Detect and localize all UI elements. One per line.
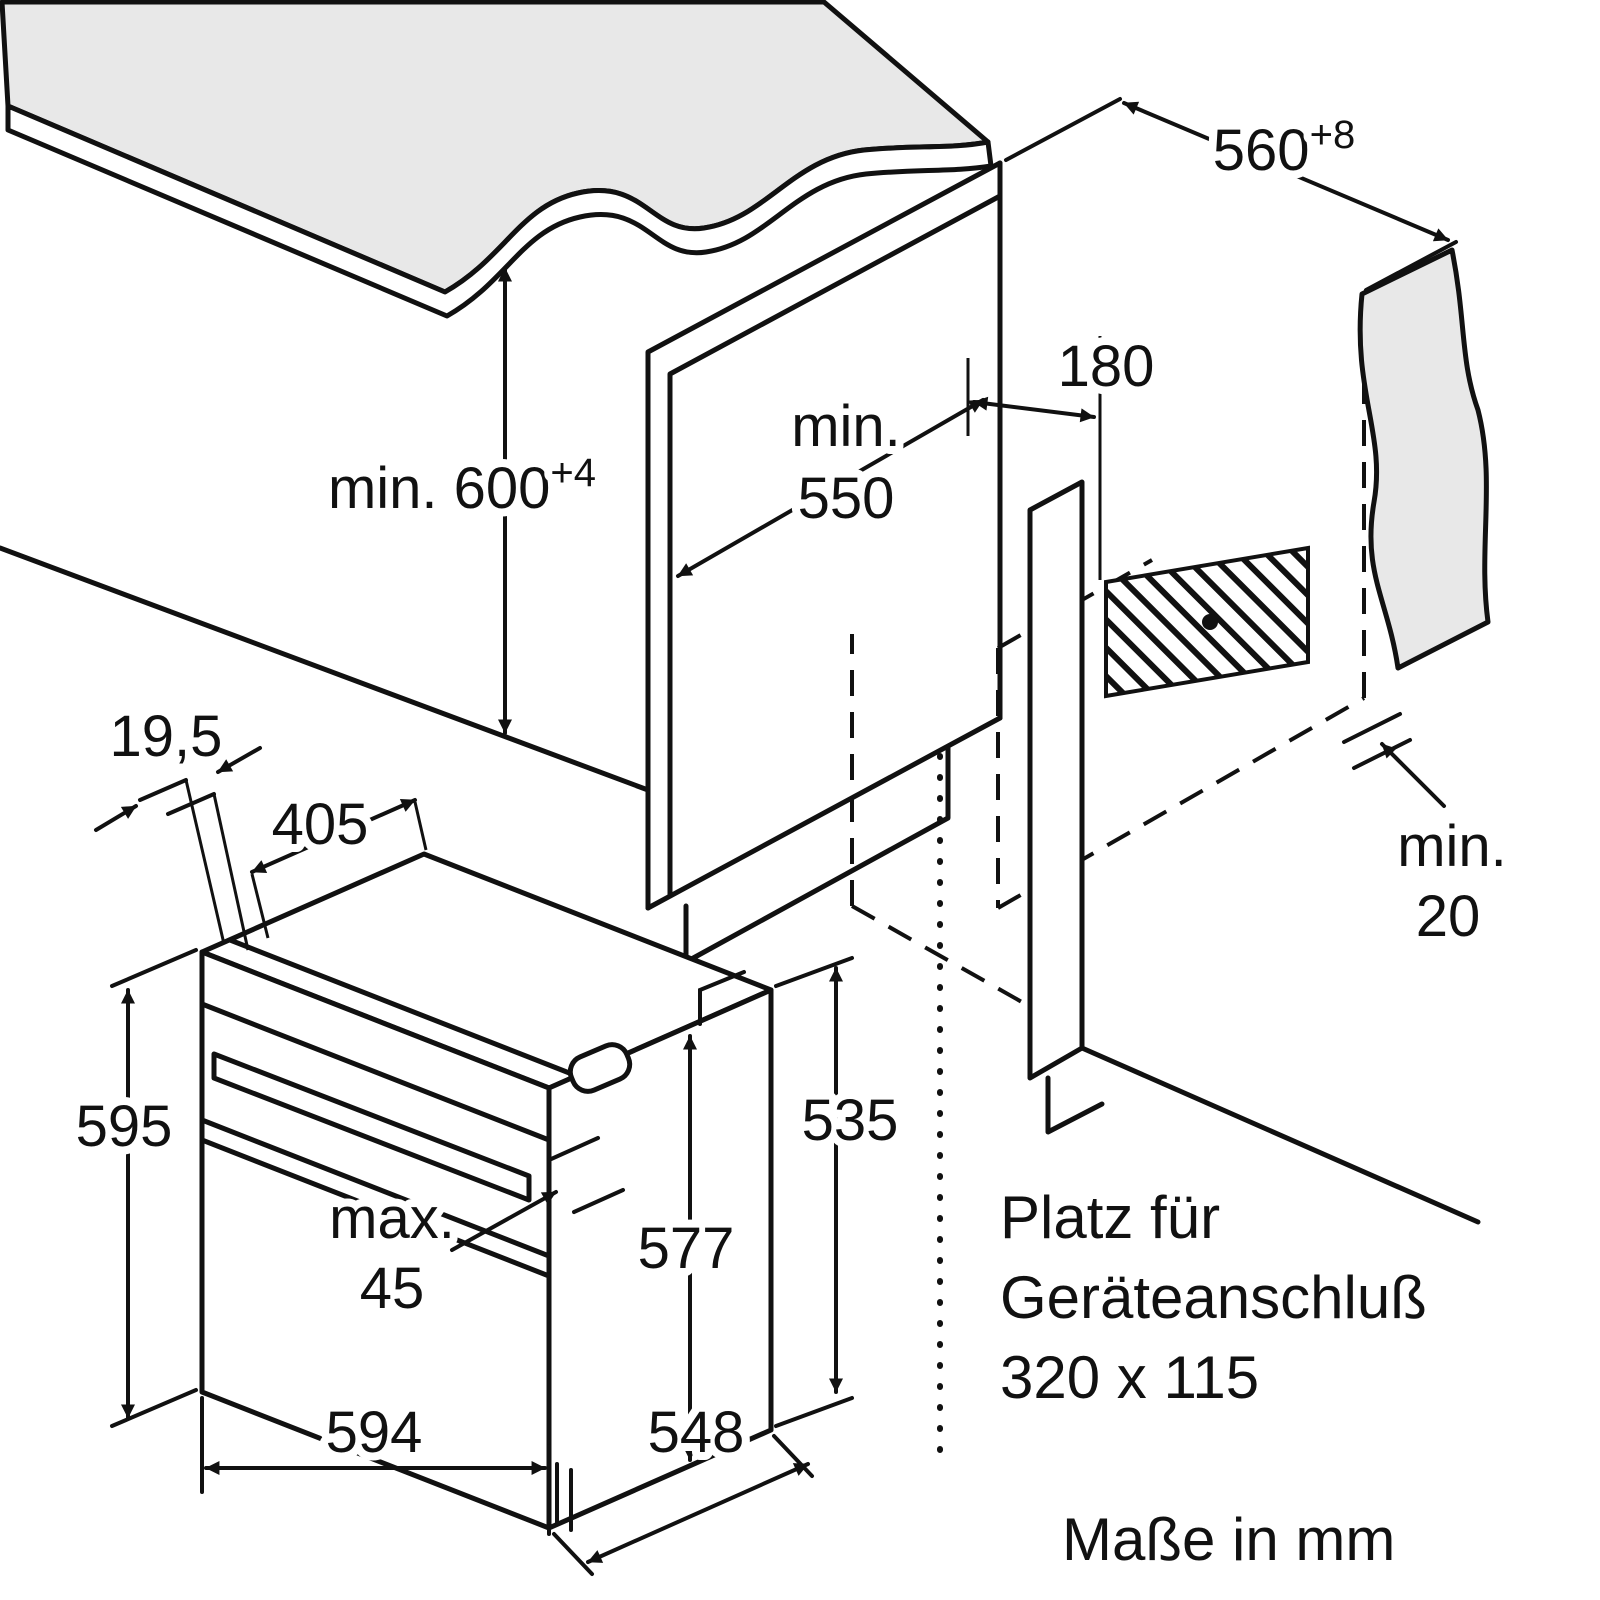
ext-560-right (1364, 240, 1458, 292)
dim-595-label: 595 (76, 1094, 173, 1159)
ext-195-a (184, 779, 226, 945)
dim-20-prefix: min. (1397, 814, 1507, 879)
side-handle-recess (567, 1042, 633, 1094)
connection-note-line3: 320 x 115 (1000, 1344, 1259, 1411)
side-panel-plinth (1045, 1075, 1105, 1135)
dim-560-label: 560+8 (1213, 113, 1355, 183)
floor-line-right (1079, 1045, 1481, 1225)
dim-594-label: 594 (326, 1400, 423, 1465)
dim-548-label: 548 (648, 1400, 745, 1465)
dim-line-405 (250, 798, 417, 874)
ext-548-left (552, 1532, 594, 1576)
ext-535-bottom (774, 1396, 854, 1428)
torn-wall (1357, 247, 1491, 671)
tick-195-a (138, 778, 188, 802)
ext-195-b (212, 793, 250, 951)
control-panel-line (199, 1001, 552, 1143)
door-handle-bar (211, 1051, 532, 1203)
dim-line-180 (972, 396, 1096, 423)
dim-550-prefix: min. (791, 394, 901, 459)
tick-45-b (572, 1188, 625, 1214)
leader-20 (1380, 742, 1446, 808)
base-cabinet (645, 160, 1003, 965)
dim-180-label: 180 (1058, 334, 1155, 399)
niche-floor-edge (997, 696, 1365, 910)
cabinet-plinth (683, 745, 951, 965)
dim-niche-width (1004, 97, 1458, 292)
dim-rear-gap (1342, 712, 1446, 808)
dim-rear-offset (966, 336, 1102, 580)
ext-405-left (250, 873, 270, 939)
dim-45-prefix: max. (329, 1186, 455, 1251)
dim-top-lip (94, 746, 262, 951)
units-footer: Maße in mm (1062, 1506, 1395, 1573)
door-top-line-1 (199, 1117, 552, 1259)
dim-577-label: 577 (638, 1216, 735, 1281)
dim-front-height (110, 948, 198, 1428)
arrow-195-left (94, 804, 138, 832)
oven-top-lip-line (227, 937, 580, 1079)
connection-note-line2: Geräteanschluß (1000, 1264, 1427, 1331)
side-panel-board (1027, 479, 1085, 1081)
leader-45 (450, 1190, 558, 1252)
dim-handle-depth (450, 1136, 625, 1252)
floor-line (0, 545, 651, 793)
dim-535-label: 535 (802, 1088, 899, 1153)
connection-note-line1: Platz für (1000, 1184, 1220, 1251)
ext-595-top (110, 948, 198, 988)
dim-550-value: 550 (798, 466, 895, 531)
tick-45-a (547, 1136, 600, 1162)
tick-20-a (1342, 712, 1402, 744)
dim-line-560 (1122, 101, 1450, 242)
oven-rear-step (698, 970, 746, 1026)
niche-floor-front (851, 904, 1037, 1012)
dim-line-550 (676, 398, 985, 578)
dim-600-label: min. 600+4 (328, 451, 596, 521)
dim-body-depth (552, 1434, 814, 1576)
dim-rear-height (774, 956, 854, 1428)
cabinet-bottom-edge (645, 715, 1003, 911)
dim-line-548 (586, 1462, 810, 1564)
ext-535-top (774, 956, 854, 988)
connection-point-dot (1202, 614, 1218, 630)
dim-niche-depth (676, 398, 985, 578)
dim-front-width (200, 1396, 551, 1536)
dim-195-label: 19,5 (110, 704, 223, 769)
dim-door-depth (250, 798, 428, 939)
countertop (0, 0, 994, 319)
arrow-195-right (216, 746, 262, 774)
dim-405-label: 405 (272, 792, 369, 857)
ext-595-bottom (110, 1388, 198, 1428)
cabinet-left-top-edges (645, 160, 1003, 911)
side-panel (1027, 479, 1481, 1225)
connection-area (1104, 545, 1310, 699)
door-top-line-2 (199, 1137, 552, 1279)
ext-405-right (413, 801, 428, 851)
oven (199, 851, 774, 1531)
dim-45-value: 45 (360, 1256, 425, 1321)
dim-20-value: 20 (1416, 884, 1481, 949)
cabinet-inner-frame (667, 193, 1003, 899)
ext-560-left (1004, 97, 1122, 162)
